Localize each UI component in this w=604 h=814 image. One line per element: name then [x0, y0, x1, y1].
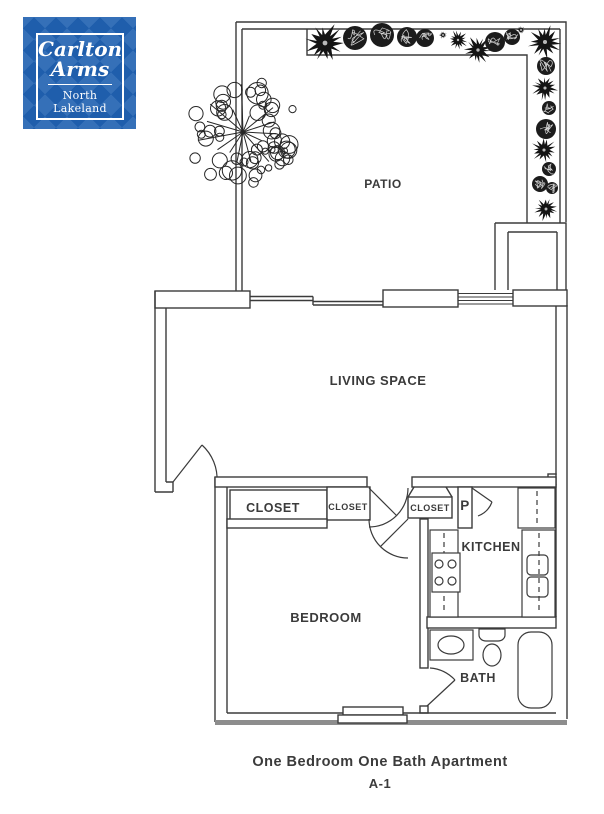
bedroom-window: [337, 706, 408, 724]
toilet: [478, 628, 506, 667]
bathtub: [517, 631, 553, 709]
label-bedroom: BEDROOM: [290, 610, 361, 625]
tree-icon: [188, 77, 299, 188]
label-bath: BATH: [460, 671, 496, 685]
entry-door-arc: [172, 444, 218, 483]
closet-row-walls: [214, 476, 557, 529]
kitchen-sink: [526, 554, 549, 598]
logo-divider: [48, 83, 112, 85]
patio-walls: [235, 21, 567, 291]
property-logo: Carlton Arms North Lakeland: [23, 17, 136, 129]
plants-top-bed: [305, 23, 562, 63]
stove-burners: [431, 552, 461, 593]
bedroom-partition-walls: [419, 518, 557, 714]
living-space-top-wall: [154, 289, 568, 309]
bath-door-arc: [426, 667, 456, 707]
vanity-sink: [429, 629, 474, 661]
label-patio: PATIO: [364, 177, 401, 191]
label-kitchen: KITCHEN: [461, 540, 520, 554]
logo-title-line2: Arms: [50, 56, 110, 81]
logo-argyle-pattern: [23, 17, 136, 129]
hall-door-arcs: [368, 487, 409, 559]
label-living-space: LIVING SPACE: [330, 373, 427, 388]
label-closet-hall: CLOSET: [328, 502, 368, 512]
bottom-wall: [215, 706, 567, 725]
logo-title-line1: Carlton: [37, 36, 123, 61]
logo-subtitle: North Lakeland: [53, 88, 107, 115]
label-closet-entry: CLOSET: [410, 503, 450, 513]
plants-side-bed: [532, 57, 558, 222]
label-pantry: P: [460, 498, 470, 513]
label-closet-large: CLOSET: [246, 501, 300, 515]
caption-title: One Bedroom One Bath Apartment: [252, 754, 507, 770]
pantry-door-arc: [471, 487, 493, 517]
logo-frame: Carlton Arms North Lakeland: [36, 33, 124, 120]
bath-fixtures: [429, 628, 553, 709]
caption-unit: A-1: [369, 776, 391, 791]
kitchen-fixtures: [429, 487, 556, 618]
